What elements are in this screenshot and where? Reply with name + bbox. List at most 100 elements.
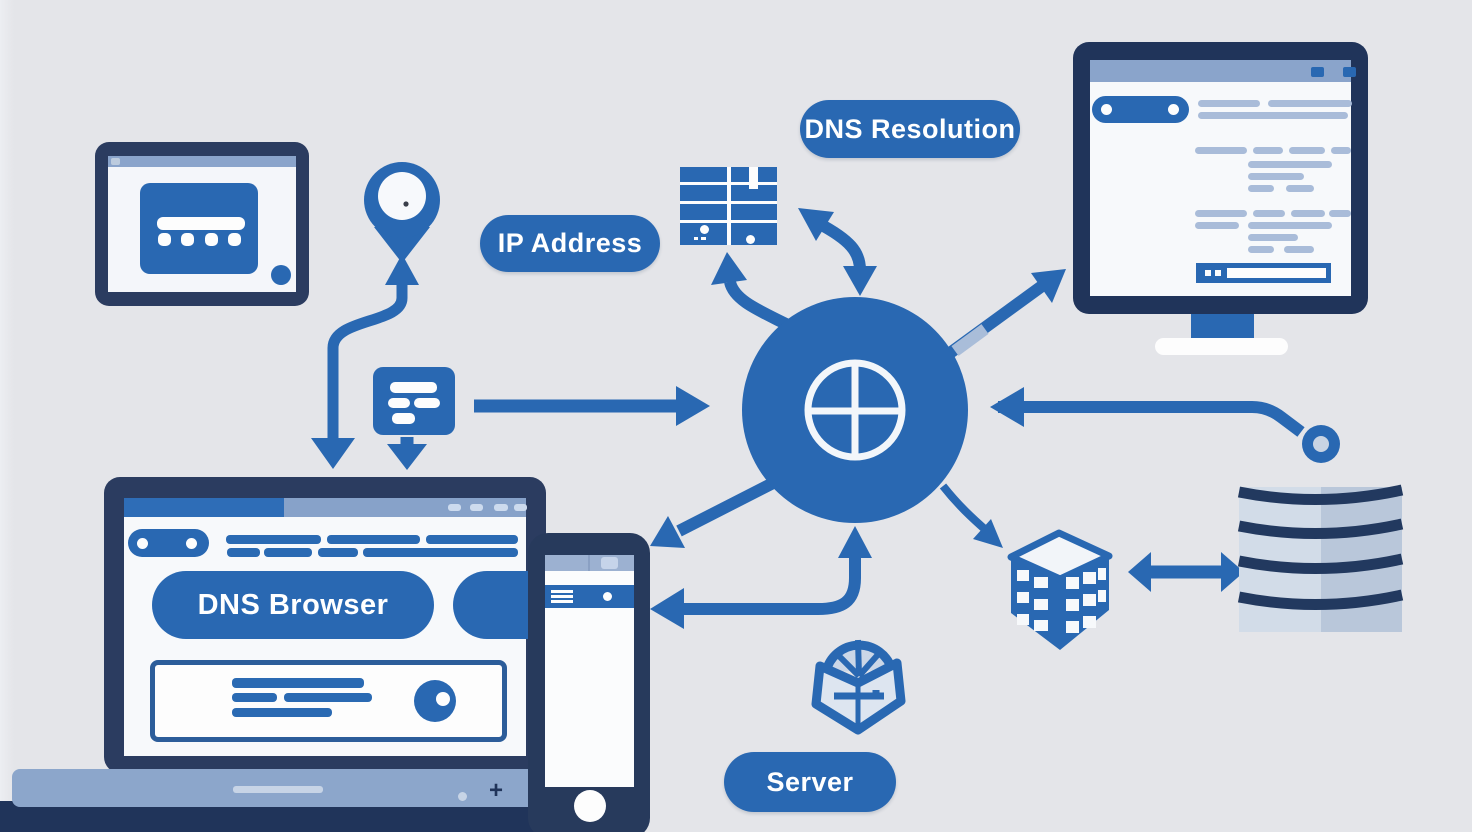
text-bar <box>1198 112 1348 119</box>
arrow-records-to-globe <box>474 386 710 426</box>
monitor-screen <box>1090 60 1356 296</box>
browser-topbar-left <box>124 498 284 517</box>
window-control-icon <box>494 504 508 511</box>
globe-node <box>742 297 968 523</box>
text-dash <box>426 535 518 544</box>
window-control-icon <box>448 504 461 511</box>
text-dash <box>226 535 321 544</box>
table-cell <box>731 204 777 220</box>
statusbar-control <box>601 557 618 569</box>
phone-screen <box>545 555 634 787</box>
text-dash <box>327 535 420 544</box>
trackpad-slot <box>233 786 323 793</box>
text-bar <box>1268 100 1352 107</box>
server-label: Server <box>724 752 896 812</box>
arrow-globe-to-building <box>939 483 1003 548</box>
text-dash <box>264 548 312 557</box>
arrow-database-to-globe <box>990 387 1340 463</box>
arrow-pin-to-laptop <box>311 254 419 469</box>
laptop-base: + <box>12 769 561 807</box>
hamburger-icon <box>551 590 573 593</box>
tablet-titlebar-control <box>111 158 120 165</box>
dns-browser-text: DNS Browser <box>197 588 389 621</box>
text-bar <box>1286 185 1314 192</box>
browser-capsule <box>128 529 209 557</box>
text-dash <box>227 548 260 557</box>
text-bar <box>1195 210 1247 217</box>
hamburger-icon <box>551 595 573 598</box>
arrow-records-to-laptop <box>387 437 427 470</box>
record-button-icon <box>414 680 456 722</box>
text-bar <box>1248 161 1332 168</box>
database-stack-icon <box>1237 484 1404 632</box>
location-pin-icon <box>364 162 440 263</box>
browser-topbar-right <box>284 498 527 517</box>
dns-browser-button: DNS Browser <box>152 571 434 639</box>
table-mark <box>694 237 698 240</box>
sitemap-node <box>228 233 241 246</box>
text-bar <box>1248 222 1332 229</box>
table-dot <box>746 235 755 244</box>
tablet-titlebar <box>108 156 296 167</box>
text-bar <box>1253 147 1283 154</box>
tablet <box>95 142 309 306</box>
window-control-icon <box>1311 67 1324 77</box>
statusbar-divider <box>588 555 590 571</box>
list-card-icon <box>373 367 455 435</box>
progress-tick <box>1205 270 1211 276</box>
table-cell <box>731 223 777 245</box>
capsule-dot <box>186 538 197 549</box>
list-line <box>390 382 437 393</box>
text-dash <box>363 548 518 557</box>
table-cell <box>680 223 727 245</box>
list-line <box>414 398 440 408</box>
record-button-dot <box>436 692 450 706</box>
result-line <box>284 693 372 702</box>
monitor-capsule <box>1092 96 1189 123</box>
base-dot <box>458 792 467 801</box>
progress-fill <box>1201 268 1227 278</box>
sitemap-node <box>158 233 171 246</box>
text-bar <box>1195 147 1247 154</box>
list-line <box>392 413 415 424</box>
window-control-icon <box>514 504 527 511</box>
home-button <box>574 790 606 822</box>
table-dot <box>700 225 709 234</box>
text-bar <box>1248 185 1274 192</box>
navbar-dot <box>603 592 612 601</box>
result-line <box>232 678 364 688</box>
text-bar <box>1329 210 1351 217</box>
globe-crosshair-icon <box>804 359 906 461</box>
desktop-monitor <box>1073 42 1368 314</box>
window-control-icon <box>470 504 483 511</box>
text-bar <box>1248 234 1298 241</box>
dns-resolution-text: DNS Resolution <box>804 113 1016 144</box>
list-line <box>388 398 410 408</box>
sitemap-root-bar <box>157 217 245 230</box>
text-bar <box>1284 246 1314 253</box>
capsule-dot <box>1168 104 1179 115</box>
phone-navbar <box>545 585 634 608</box>
smartphone <box>528 533 650 832</box>
text-bar <box>1291 210 1325 217</box>
result-card <box>150 660 507 742</box>
building-server-icon <box>1007 529 1113 650</box>
hamburger-icon <box>551 600 573 603</box>
table-cell <box>680 204 727 220</box>
sitemap-node <box>181 233 194 246</box>
text-bar <box>1331 147 1351 154</box>
monitor-titlebar <box>1090 60 1356 82</box>
result-line <box>232 693 277 702</box>
arrow-globe-to-monitor <box>946 269 1066 358</box>
text-dash <box>318 548 358 557</box>
text-bar <box>1253 210 1285 217</box>
arrow-building-database <box>1128 552 1244 592</box>
globe-circle <box>742 297 968 523</box>
arrow-globe-phone-elbow <box>650 526 872 629</box>
table-cell <box>680 167 727 182</box>
tablet-screen <box>108 156 296 292</box>
table-notch <box>749 167 758 189</box>
capsule-dot <box>1101 104 1112 115</box>
text-bar <box>1248 246 1274 253</box>
